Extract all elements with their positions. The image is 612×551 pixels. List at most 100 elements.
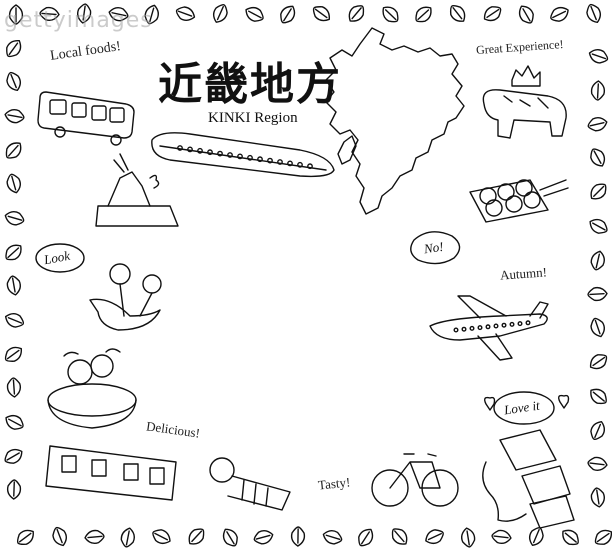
train-window-dot <box>207 149 213 156</box>
leaf-icon <box>175 6 196 21</box>
bicycle-drawing <box>371 453 459 507</box>
leaf-icon <box>290 526 306 547</box>
train-window-dot <box>197 147 203 154</box>
leaf-icon <box>6 377 22 398</box>
leaf-icon <box>415 6 432 23</box>
leaf-icon <box>6 479 22 500</box>
leaf-icon <box>84 529 105 545</box>
watermark-text: gettyimages <box>4 8 153 33</box>
cow-drawing <box>482 65 567 139</box>
leaf-icon <box>4 448 23 464</box>
leaf-icon <box>587 456 608 472</box>
leaf-icon <box>212 4 228 23</box>
leaf-icon <box>358 528 374 547</box>
plane-window-dot <box>525 320 531 326</box>
train-window-dot <box>297 161 303 168</box>
train-window-dot <box>287 160 293 167</box>
leaf-icon <box>6 275 21 296</box>
airplane-drawing <box>429 295 549 361</box>
leaf-icon <box>16 529 34 545</box>
leaf-icon <box>391 528 408 545</box>
heart-icon <box>483 396 496 411</box>
awaji-island-outline <box>337 135 357 165</box>
train-window-dot <box>187 146 193 153</box>
leaf-icon <box>590 388 607 405</box>
look-bubble-outline <box>35 243 85 273</box>
leaf-icon <box>5 142 22 159</box>
label-autumn: Autumn! <box>499 264 548 283</box>
plane-window-dot <box>493 323 499 329</box>
no-bubble-text: No! <box>422 238 445 257</box>
leaf-icon <box>590 250 605 271</box>
leaf-icon <box>491 529 512 545</box>
leaf-icon <box>152 529 171 545</box>
plane-window-dot <box>485 324 491 330</box>
leaf-icon <box>77 3 92 24</box>
leaf-icon <box>590 421 606 441</box>
leaf-icon <box>4 312 25 328</box>
leaf-icon <box>590 80 606 101</box>
page-subtitle: KINKI Region <box>208 110 298 126</box>
leaf-icon <box>39 6 60 22</box>
leaf-icon <box>4 346 23 362</box>
train-window-dot <box>177 145 183 151</box>
leaf-icon <box>312 6 331 22</box>
takoyaki-drawing <box>469 179 569 223</box>
heart-icon <box>557 394 570 409</box>
train-window-dot <box>217 150 223 157</box>
leaf-icon <box>461 527 476 548</box>
plane-window-dot <box>461 326 467 332</box>
leaf-icon <box>588 49 609 64</box>
leaf-icon <box>348 5 365 22</box>
leaf-icon <box>586 3 602 24</box>
leaf-icon <box>8 4 24 25</box>
kinki-map-outline <box>325 27 465 215</box>
plane-window-dot <box>517 321 523 327</box>
leaf-icon <box>245 6 264 22</box>
leaf-icon <box>590 317 605 338</box>
train-window-dot <box>247 154 253 161</box>
leaf-icon <box>425 529 444 545</box>
leaf-icon <box>322 530 343 545</box>
plane-window-dot <box>501 322 507 328</box>
leaf-icon <box>6 71 22 92</box>
leaf-icon <box>518 5 534 24</box>
train-window-dot <box>237 153 243 160</box>
train-window-dot <box>257 156 263 163</box>
leaf-icon <box>528 526 544 546</box>
leaf-icon <box>108 7 129 22</box>
train-window-dot <box>277 159 283 165</box>
plane-window-dot <box>509 321 515 327</box>
leaf-icon <box>589 354 608 370</box>
leaf-icon <box>5 244 22 261</box>
leaf-icon <box>253 530 274 545</box>
leaf-icon <box>280 5 296 24</box>
sweets-boxes-drawing <box>482 429 575 529</box>
leaf-icon <box>222 528 238 547</box>
leaf-icon <box>120 527 135 548</box>
local-train-drawing <box>45 445 177 501</box>
train-window-dot <box>307 163 313 170</box>
fish-and-flowers-drawing <box>89 263 162 331</box>
train-window-dot <box>267 157 273 164</box>
leaf-icon <box>590 183 607 200</box>
leaf-icon <box>587 286 608 302</box>
bullet-train-drawing <box>151 132 335 178</box>
bus-drawing <box>37 91 135 146</box>
leaf-icon <box>550 6 569 22</box>
mountain-drawing <box>95 153 179 227</box>
leaf-icon <box>6 173 21 194</box>
no-bubble-outline <box>410 231 461 265</box>
leaf-icon <box>590 148 606 167</box>
grilled-fish-drawing <box>209 457 291 511</box>
leaf-icon <box>6 39 22 58</box>
leaf-icon <box>449 4 466 22</box>
page-title: 近畿地方 <box>158 59 342 110</box>
leaf-icon <box>4 211 25 226</box>
label-tasty: Tasty! <box>317 474 351 493</box>
love-it-bubble-outline <box>493 391 555 425</box>
leaf-icon <box>589 218 608 234</box>
